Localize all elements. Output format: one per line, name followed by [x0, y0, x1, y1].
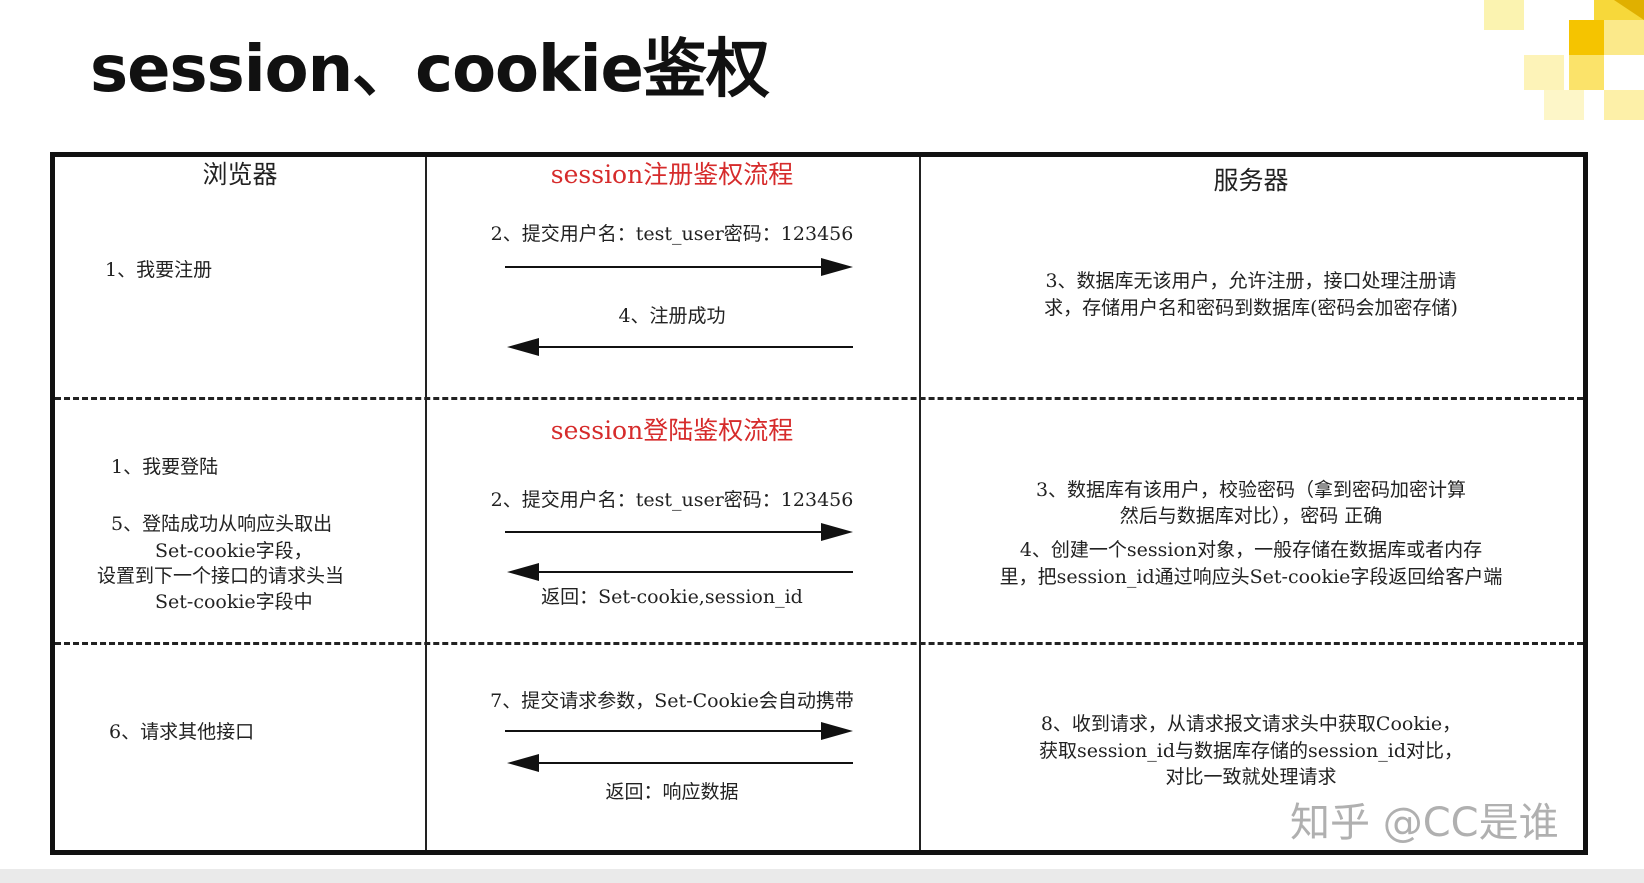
register-browser-step: 1、我要注册	[105, 259, 213, 281]
login-server-step3: 3、数据库有该用户，校验密码（拿到密码加密计算	[1035, 479, 1467, 501]
other-request-label: 7、提交请求参数，Set-Cookie会自动携带	[490, 690, 854, 712]
login-browser-step5: 5、登陆成功从响应头取出	[111, 513, 333, 535]
login-response-label: 返回：Set-cookie,session_id	[541, 586, 803, 608]
login-server-step3: 然后与数据库对比），密码 正确	[1119, 505, 1383, 527]
login-response-arrow	[507, 563, 853, 581]
other-response-arrow	[507, 754, 853, 772]
register-server-line: 3、数据库无该用户，允许注册，接口处理注册请	[1045, 270, 1457, 292]
other-server-line: 获取session_id与数据库存储的session_id对比，	[1039, 740, 1463, 762]
decorative-squares	[1484, 0, 1644, 120]
browser-header: 浏览器	[202, 160, 278, 189]
watermark: 知乎 @CC是谁	[1290, 800, 1559, 846]
other-server-line: 对比一致就处理请求	[1165, 766, 1337, 788]
login-browser-step5: Set-cookie字段中	[155, 591, 313, 613]
login-request-arrow	[505, 523, 853, 541]
section-divider	[55, 642, 1583, 645]
other-request-arrow	[505, 722, 853, 740]
register-request-arrow	[505, 258, 853, 276]
section-divider	[55, 397, 1583, 400]
other-browser-step: 6、请求其他接口	[109, 721, 255, 743]
column-divider	[919, 157, 921, 850]
server-header: 服务器	[1213, 166, 1289, 195]
register-flow-title: session注册鉴权流程	[550, 160, 794, 189]
bottom-strip	[0, 869, 1644, 883]
login-browser-step1: 1、我要登陆	[111, 456, 219, 478]
flow-diagram: 浏览器 服务器 session注册鉴权流程 1、我要注册 2、提交用户名：tes…	[50, 152, 1588, 855]
register-response-arrow	[507, 338, 853, 356]
register-server-line: 求，存储用户名和密码到数据库(密码会加密存储)	[1044, 297, 1458, 319]
login-request-label: 2、提交用户名：test_user密码：123456	[490, 489, 854, 511]
login-flow-title: session登陆鉴权流程	[550, 416, 794, 445]
column-divider	[425, 157, 427, 850]
other-server-line: 8、收到请求，从请求报文请求头中获取Cookie，	[1040, 713, 1462, 735]
login-browser-step5: Set-cookie字段，	[155, 540, 313, 562]
other-response-label: 返回：响应数据	[605, 781, 739, 803]
login-browser-step5: 设置到下一个接口的请求头当	[97, 565, 345, 587]
login-server-step4: 4、创建一个session对象，一般存储在数据库或者内存	[1019, 539, 1483, 561]
page-title: session、cookie鉴权	[90, 33, 770, 107]
register-request-label: 2、提交用户名：test_user密码：123456	[490, 223, 854, 245]
register-response-label: 4、注册成功	[618, 305, 726, 327]
login-server-step4: 里，把session_id通过响应头Set-cookie字段返回给客户端	[999, 566, 1503, 588]
